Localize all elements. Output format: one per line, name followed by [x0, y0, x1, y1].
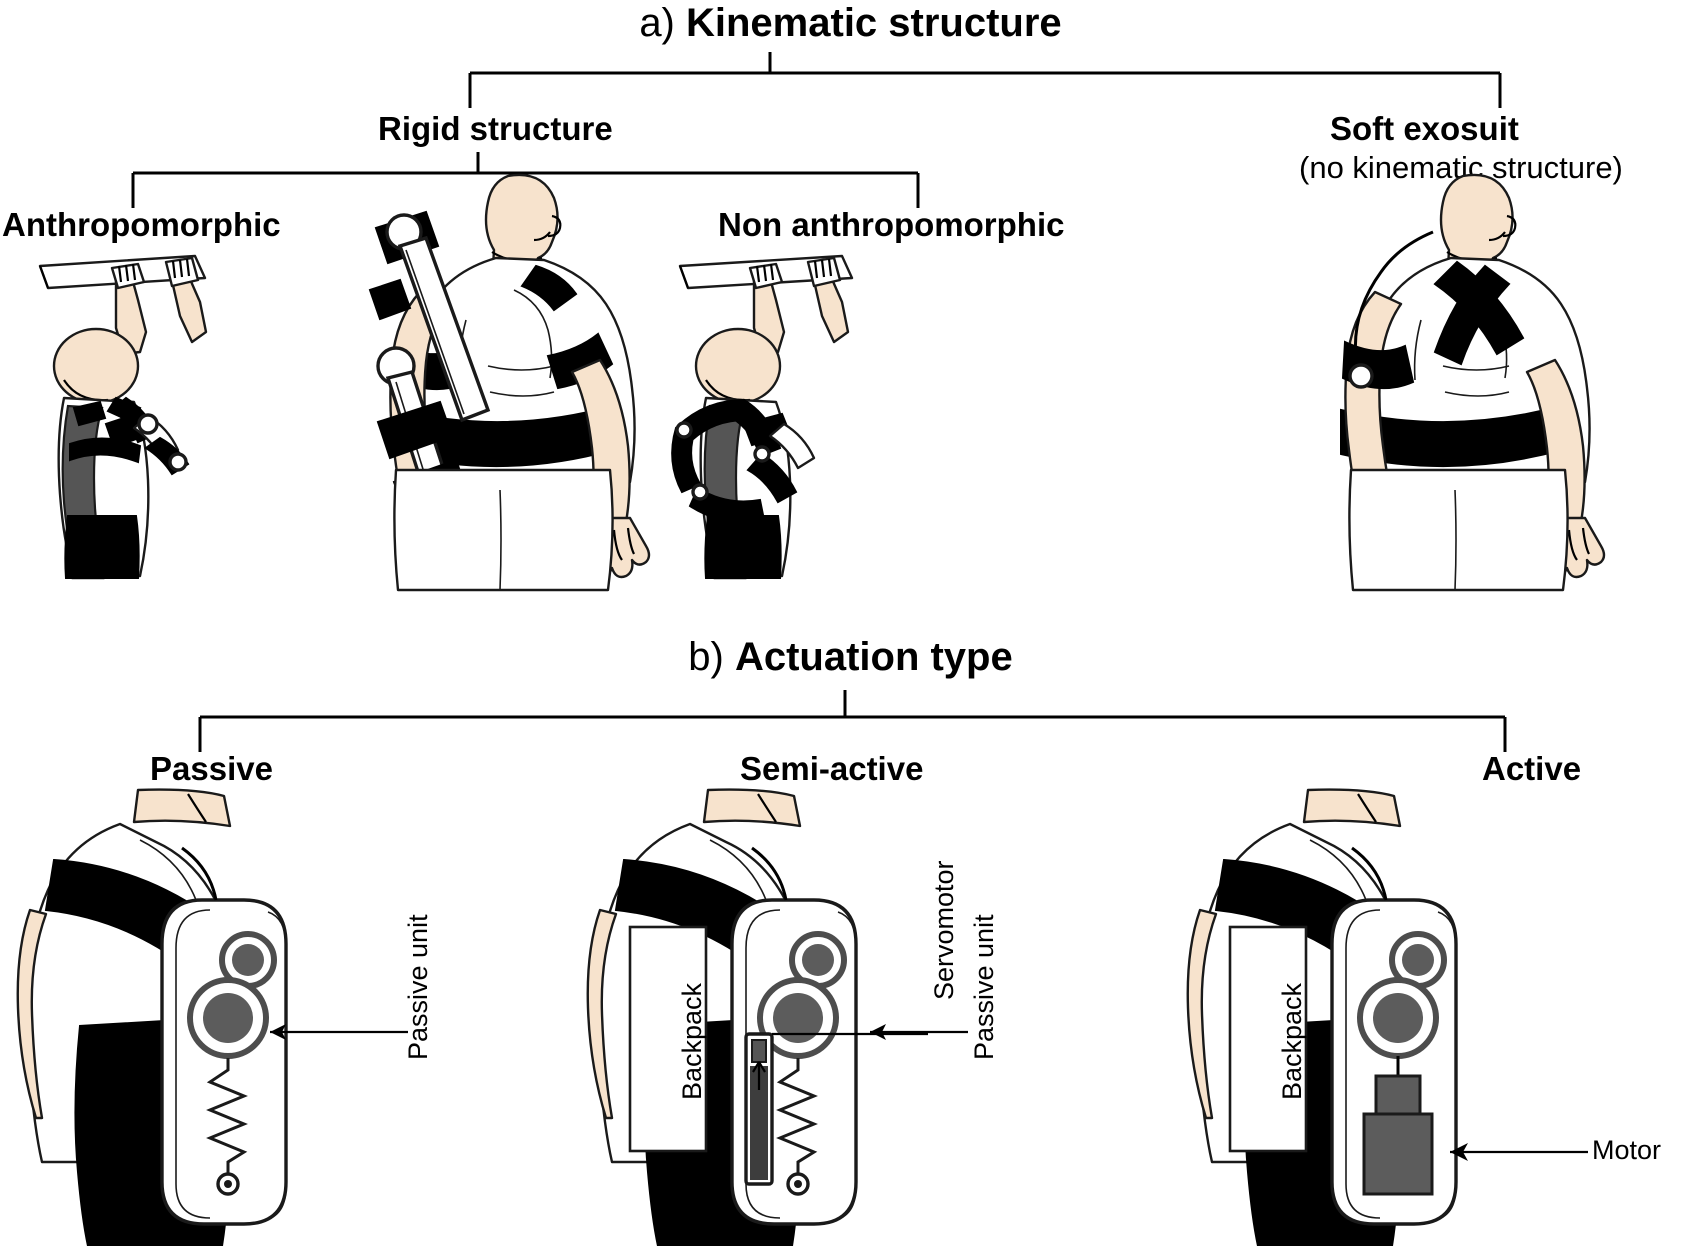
callout-servomotor-leader [772, 1032, 928, 1036]
section-b-prefix: b) [688, 635, 735, 679]
callout-servomotor-label: Servomotor [929, 860, 959, 1000]
node-rigid-structure: Rigid structure [378, 110, 613, 147]
active-device [1330, 846, 1458, 1226]
soft-harness-straps [1340, 260, 1562, 468]
node-semi-active: Semi-active [740, 750, 924, 787]
illustration-soft-exosuit [1340, 173, 1606, 592]
backpack-box-active [1228, 925, 1308, 1153]
node-anthropomorphic: Anthropomorphic [2, 206, 281, 243]
non-anthropomorphic-linkage [671, 398, 816, 524]
illustration-passive [16, 788, 288, 1246]
semi-active-device [730, 846, 858, 1226]
callout-passive-unit-label: Passive unit [403, 914, 433, 1060]
node-non-anthropomorphic: Non anthropomorphic [718, 206, 1065, 243]
callout-passive-unit-2-label: Passive unit [969, 914, 999, 1060]
callout-motor-label: Motor [1592, 1135, 1662, 1165]
callout-motor-leader [1450, 1143, 1588, 1161]
servomotor-actuator [744, 1032, 774, 1186]
section-a-prefix: a) [639, 1, 686, 45]
section-b-title: Actuation type [734, 635, 1013, 679]
motor-block [1362, 1056, 1434, 1196]
backpack-box-semi-active [628, 925, 708, 1153]
illustration-anthropomorphic [38, 254, 208, 580]
passive-unit-device [160, 846, 288, 1226]
illustration-rigid-side-view [368, 173, 651, 592]
backpack-label-semi-active: Backpack [677, 982, 707, 1100]
exoskeleton-linkage [104, 396, 190, 476]
callout-passive-unit-2-leader [870, 1024, 968, 1040]
node-passive: Passive [150, 750, 273, 787]
section-b-heading: b) Actuation type [0, 636, 1701, 678]
illustration-non-anthropomorphic [671, 254, 854, 580]
node-soft-exosuit: Soft exosuit [1330, 110, 1519, 147]
section-a-title: Kinematic structure [686, 1, 1062, 45]
backpack-label-active: Backpack [1277, 982, 1307, 1100]
node-active: Active [1482, 750, 1582, 787]
section-a-heading: a) Kinematic structure [0, 2, 1701, 44]
callout-passive-unit-leader [270, 1024, 408, 1040]
